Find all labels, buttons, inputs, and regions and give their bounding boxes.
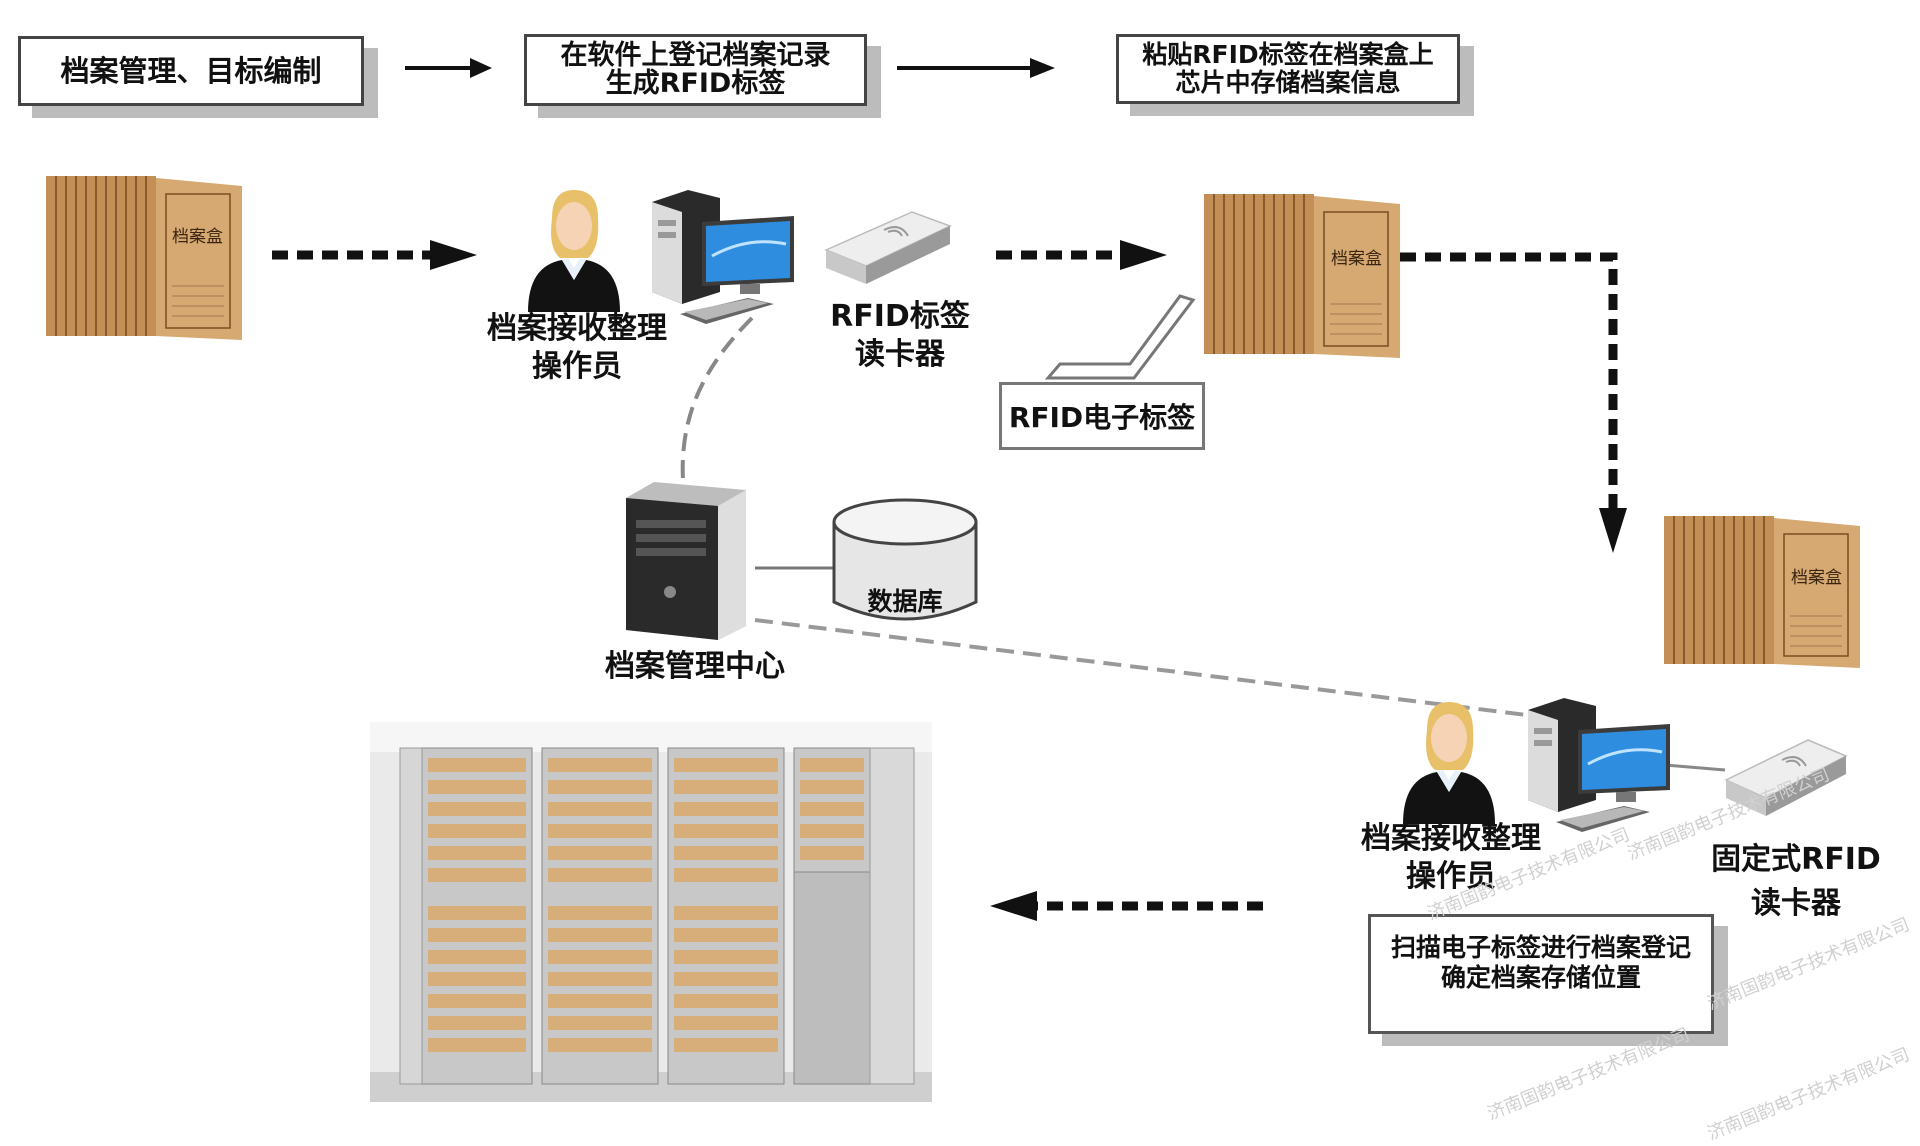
operator-2-line-1: 档案接收整理 (1361, 821, 1541, 856)
tag-callout-pointer (1044, 294, 1196, 380)
reader-2-line-1: 固定式RFID (1711, 842, 1881, 877)
step-box-3: 粘贴RFID标签在档案盒上 芯片中存储档案信息 (1116, 34, 1460, 104)
step-3-line-1: 粘贴RFID标签在档案盒上 (1142, 40, 1434, 69)
flow-arrow-3 (1400, 252, 1627, 553)
top-arrow-1 (405, 58, 492, 78)
step-box-1: 档案管理、目标编制 (18, 36, 364, 106)
scan-note-line-2: 确定档案存储位置 (1440, 963, 1641, 992)
archive-box-2-label: 档案盒 (1331, 249, 1382, 269)
reader-1-label: RFID标签 读卡器 (800, 298, 1000, 374)
step-3-line-2: 芯片中存储档案信息 (1175, 68, 1401, 97)
flow-arrow-4 (990, 891, 1263, 921)
network-link-1 (680, 316, 754, 481)
reader-1-line-2: 读卡器 (855, 337, 945, 372)
archive-boxes-3 (1664, 516, 1860, 668)
step-2-line-2: 生成RFID标签 (605, 68, 786, 99)
operator-2-line-2: 操作员 (1406, 859, 1496, 894)
operator-1-label: 档案接收整理 操作员 (452, 310, 702, 386)
cabinet-bank (399, 747, 915, 1085)
archive-cabinet-photo (370, 722, 932, 1102)
step-2-line-1: 在软件上登记档案记录 (560, 40, 831, 71)
rfid-tag-callout: RFID电子标签 (999, 382, 1205, 450)
operator-1-line-2: 操作员 (532, 349, 622, 384)
operator-2-avatar-icon (1403, 702, 1495, 824)
computer-2-icon (1528, 698, 1670, 832)
database-icon (832, 498, 978, 621)
archive-box-1-label: 档案盒 (172, 227, 223, 247)
step-1-text: 档案管理、目标编制 (60, 54, 322, 88)
flow-arrow-2 (996, 240, 1167, 270)
fixed-rfid-reader-icon (1724, 739, 1848, 816)
scan-note-line-1: 扫描电子标签进行档案登记 (1390, 933, 1691, 962)
top-arrow-2 (897, 58, 1055, 78)
server-icon (626, 482, 746, 640)
archive-box-3-label: 档案盒 (1791, 568, 1842, 588)
operator-avatar-icon (528, 190, 620, 312)
scan-note-box: 扫描电子标签进行档案登记 确定档案存储位置 (1368, 914, 1714, 1034)
rfid-tag-label: RFID电子标签 (1008, 401, 1196, 434)
network-link-2 (754, 618, 1536, 718)
center-label: 档案管理中心 (605, 649, 785, 684)
rfid-reader-icon (824, 211, 952, 284)
computer-icon (652, 190, 794, 324)
reader-cable (1664, 763, 1726, 772)
operator-2-label: 档案接收整理 操作员 (1326, 820, 1576, 896)
archive-boxes-2 (1204, 194, 1400, 358)
archive-boxes-1 (46, 176, 242, 340)
flow-arrow-1 (272, 240, 477, 270)
reader-2-label: 固定式RFID 读卡器 (1696, 838, 1896, 926)
reader-1-line-1: RFID标签 (830, 299, 970, 334)
operator-1-line-1: 档案接收整理 (487, 311, 667, 346)
database-label: 数据库 (867, 587, 943, 616)
reader-2-line-2: 读卡器 (1751, 886, 1841, 921)
step-box-2: 在软件上登记档案记录 生成RFID标签 (524, 34, 867, 106)
